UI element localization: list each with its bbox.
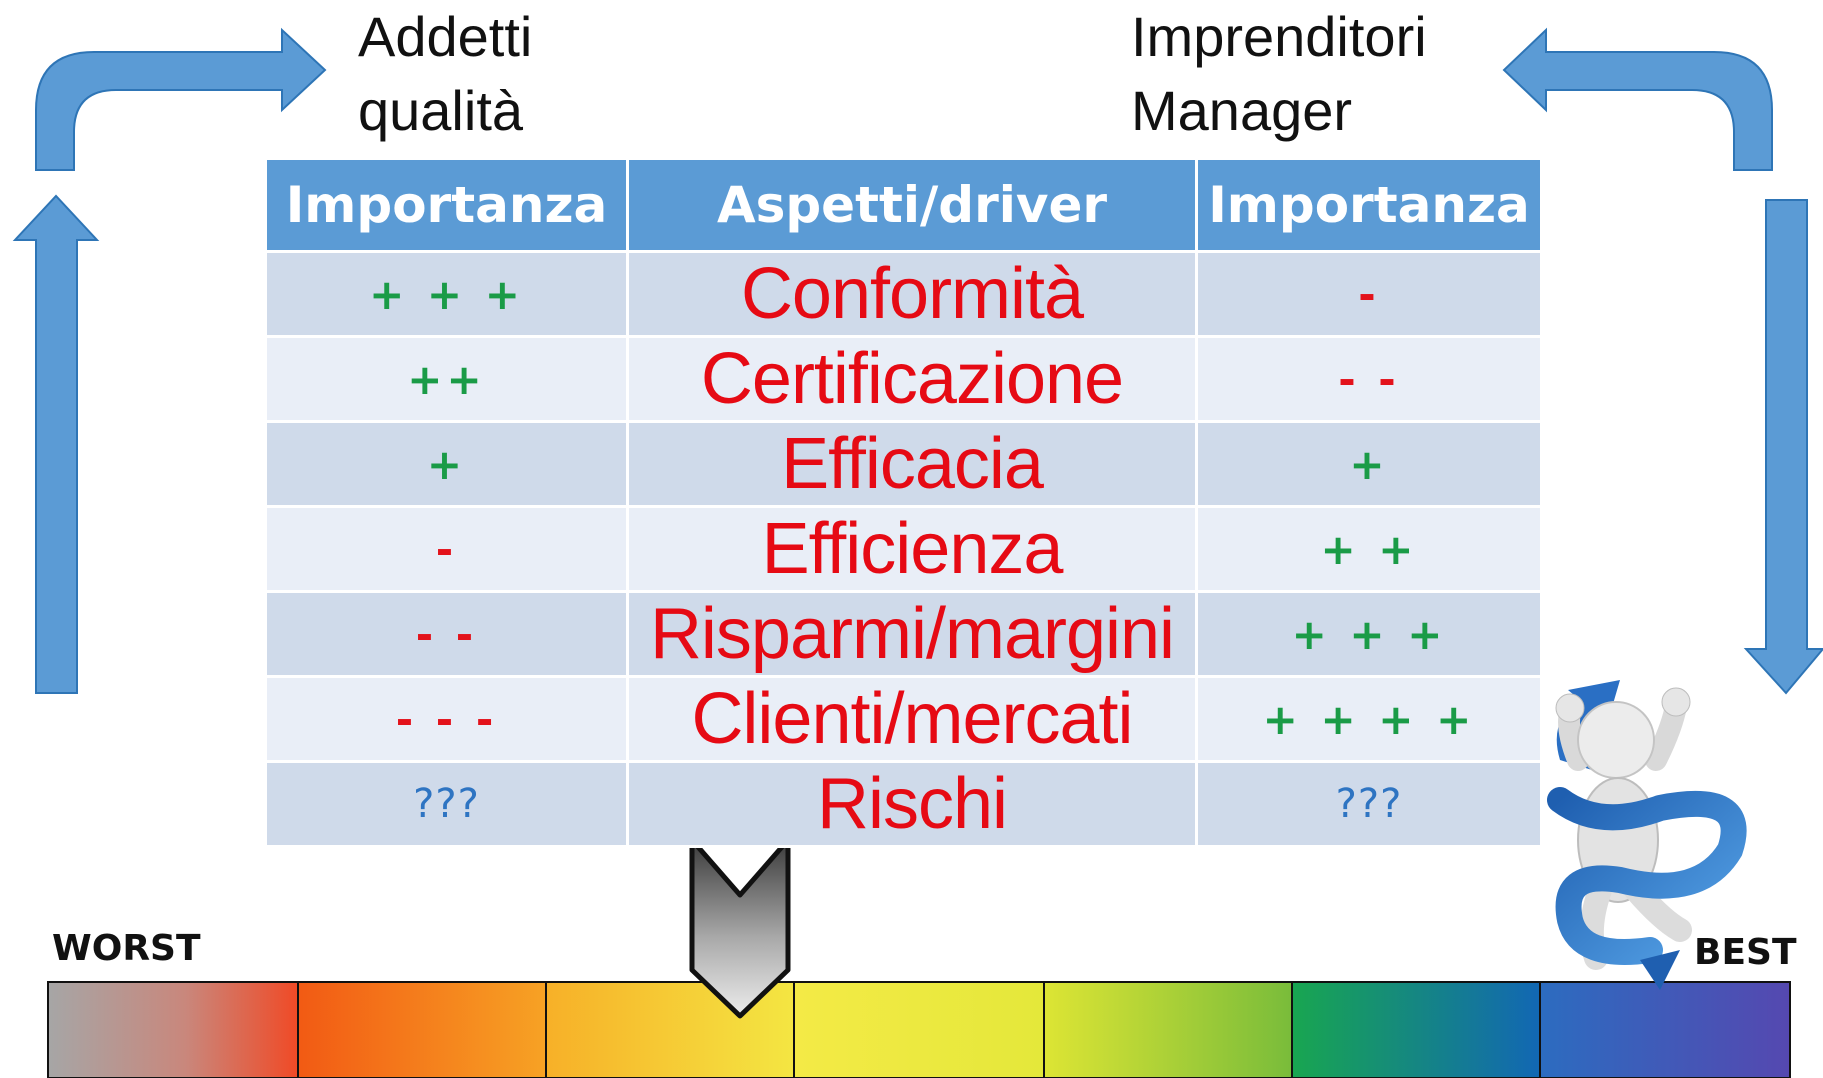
header-importance-left: Importanza xyxy=(264,157,629,253)
aspect-cell: Clienti/mercati xyxy=(626,675,1198,763)
aspect-cell: Certificazione xyxy=(626,335,1198,423)
importance-left-cell: - - - xyxy=(264,675,629,763)
best-label: BEST xyxy=(1694,932,1797,973)
importance-right-cell: + + + + xyxy=(1195,675,1543,763)
scale-segment-6 xyxy=(1291,981,1541,1078)
importance-left-cell: + + + xyxy=(264,250,629,338)
table-row: ??? Rischi ??? xyxy=(264,760,1543,848)
table-row: - Efficienza + + xyxy=(264,505,1543,593)
scale-segment-7 xyxy=(1539,981,1791,1078)
left-group-label: Addetti qualità xyxy=(358,0,532,148)
aspect-cell: Rischi xyxy=(626,760,1198,848)
left-group-label-line1: Addetti xyxy=(358,5,533,68)
importance-right-cell: + + + xyxy=(1195,590,1543,678)
importance-right-cell: - xyxy=(1195,250,1543,338)
importance-right-cell: + xyxy=(1195,420,1543,508)
scale-segment-4 xyxy=(793,981,1045,1078)
importance-right-cell: + + xyxy=(1195,505,1543,593)
table-row: + Efficacia + xyxy=(264,420,1543,508)
right-bent-arrow xyxy=(1502,27,1773,171)
right-group-label-line2: Manager xyxy=(1131,79,1353,142)
drivers-table: Importanza Aspetti/driver Importanza + +… xyxy=(264,157,1543,848)
worst-best-scale xyxy=(47,981,1791,1078)
importance-left-cell: ??? xyxy=(264,760,629,848)
importance-left-cell: + xyxy=(264,420,629,508)
table-header-row: Importanza Aspetti/driver Importanza xyxy=(264,157,1543,253)
importance-right-cell: - - xyxy=(1195,335,1543,423)
down-chevron-indicator-icon xyxy=(689,837,791,1019)
importance-left-cell: - - xyxy=(264,590,629,678)
aspect-cell: Conformità xyxy=(626,250,1198,338)
right-group-label: Imprenditori Manager xyxy=(1131,0,1427,148)
worst-label: WORST xyxy=(52,928,201,969)
right-group-label-line1: Imprenditori xyxy=(1131,5,1427,68)
table-row: - - Risparmi/margini + + + xyxy=(264,590,1543,678)
importance-left-cell: ++ xyxy=(264,335,629,423)
header-importance-right: Importanza xyxy=(1195,157,1543,253)
scale-segment-1 xyxy=(47,981,299,1078)
scale-segment-5 xyxy=(1043,981,1293,1078)
left-bent-arrow xyxy=(35,27,327,171)
importance-left-cell: - xyxy=(264,505,629,593)
left-group-label-line2: qualità xyxy=(358,79,524,142)
right-down-arrow xyxy=(1743,199,1823,695)
importance-right-cell: ??? xyxy=(1195,760,1543,848)
celebrating-figure-icon xyxy=(1547,680,1747,990)
scale-segment-2 xyxy=(297,981,547,1078)
aspect-cell: Efficacia xyxy=(626,420,1198,508)
table-row: + + + Conformità - xyxy=(264,250,1543,338)
aspect-cell: Risparmi/margini xyxy=(626,590,1198,678)
aspect-cell: Efficienza xyxy=(626,505,1198,593)
header-aspects: Aspetti/driver xyxy=(626,157,1198,253)
left-up-arrow xyxy=(12,194,100,694)
table-row: - - - Clienti/mercati + + + + xyxy=(264,675,1543,763)
table-row: ++ Certificazione - - xyxy=(264,335,1543,423)
